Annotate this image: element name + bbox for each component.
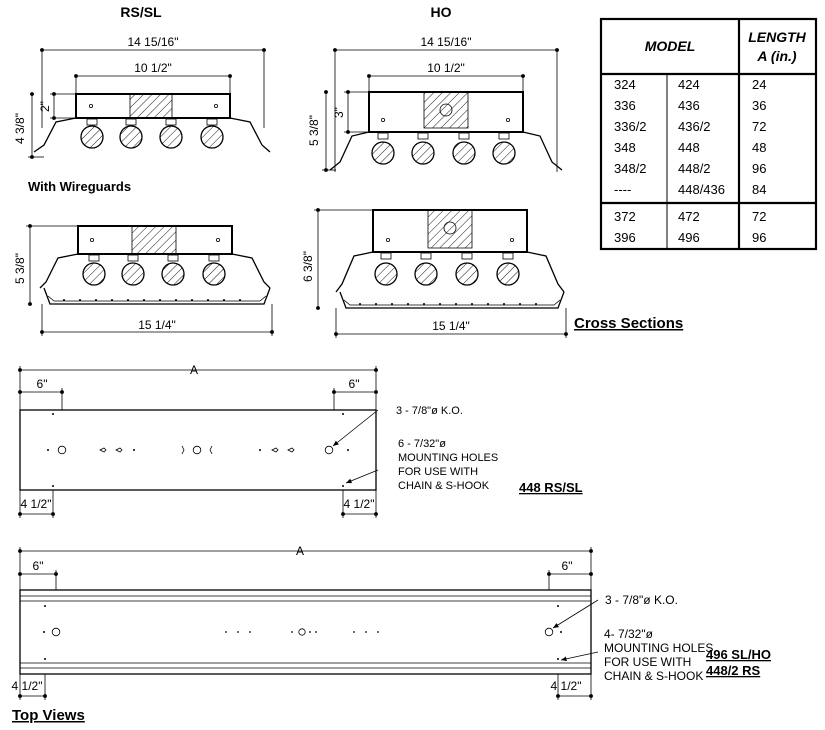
rs-sl-cross-section: 14 15/16" 10 1/2" 2" 4 3/8" [13,35,271,159]
tv2-left-6-label: 6" [33,559,44,573]
table-cell: 448/436 [678,182,725,197]
table-header-model: MODEL [645,38,696,54]
wg-ho-width-label: 15 1/4" [432,319,470,333]
top-view-448-rs-sl: A 6" 6" [18,363,583,518]
table-cell: 72 [752,209,766,224]
table-cell: 472 [678,209,700,224]
wg-rs-width-label: 15 1/4" [138,318,176,332]
heading-with-wireguards: With Wireguards [28,179,131,194]
table-cell: ---- [614,182,631,197]
table-cell: 348/2 [614,161,647,176]
table-cell: 72 [752,119,766,134]
wg-rs-lamps [82,254,226,286]
tv2-slots [43,631,562,633]
tv2-bottom-left-label: 4 1/2" [12,679,43,693]
tv2-bottom-right-label: 4 1/2" [551,679,582,693]
wg-rs-height-label: 5 3/8" [13,253,27,284]
tv1-bottom-left-label: 4 1/2" [21,497,52,511]
tv2-ko-note: 3 - 7/8"ø K.O. [605,593,678,607]
heading-cross-sections: Cross Sections [574,315,683,332]
heading-top-views: Top Views [12,707,85,724]
model-length-table: MODEL LENGTH A (in.) 324 424 24 336 436 … [599,17,818,251]
table-cell: 336 [614,98,636,113]
rs-lamps [80,118,224,149]
table-cell: 24 [752,77,766,92]
rs-body-height-label: 2" [38,101,52,112]
table-cell: 436/2 [678,119,711,134]
tv2-holes-note-2: MOUNTING HOLES [604,641,713,655]
heading-ho: HO [431,4,452,20]
table-cell: 396 [614,230,636,245]
table-header-length: LENGTH [748,29,806,45]
table-cell: 84 [752,182,766,197]
tv1-length-a-label: A [190,363,198,377]
tv2-knockouts [51,627,554,637]
rs-inner-width-label: 10 1/2" [134,61,172,75]
table-cell: 496 [678,230,700,245]
tv2-holes-note-4: CHAIN & S-HOOK [604,669,703,683]
table-cell: 424 [678,77,700,92]
heading-rs-sl: RS/SL [120,4,162,20]
table-cell: 448/2 [678,161,711,176]
rs-overall-width-label: 14 15/16" [128,35,179,49]
tv2-model-label-2: 448/2 RS [706,663,761,678]
tv2-holes-note-3: FOR USE WITH [604,655,691,669]
table-cell: 348 [614,140,636,155]
ho-body-height-label: 3" [332,107,346,118]
table-cell: 324 [614,77,636,92]
table-cell: 436 [678,98,700,113]
tv2-model-label-1: 496 SL/HO [706,647,771,662]
table-cell: 48 [752,140,766,155]
table-cell: 36 [752,98,766,113]
wg-ho-lamps [374,252,520,286]
tv1-holes-note-4: CHAIN & S-HOOK [398,480,490,492]
ho-overall-width-label: 14 15/16" [421,35,472,49]
top-view-496-sl-ho: A 6" 6" 3 - 7/8"ø K.O. [12,544,771,700]
table-cell: 448 [678,140,700,155]
ho-lamps [371,132,516,165]
wireguard-ho-cross-section: 6 3/8" 15 1/4" [301,208,568,338]
table-cell: 372 [614,209,636,224]
ho-inner-width-label: 10 1/2" [427,61,465,75]
tv1-right-6-label: 6" [349,377,360,391]
tv2-holes-note-1: 4- 7/32"ø [604,627,654,641]
wireguard-rs-cross-section: 5 3/8" 15 1/4" [13,224,274,336]
table-cell: 96 [752,230,766,245]
tv1-bottom-right-label: 4 1/2" [344,497,375,511]
tv1-model-label: 448 RS/SL [519,480,583,495]
tv1-ko-note: 3 - 7/8"ø K.O. [396,405,463,417]
tv2-right-6-label: 6" [562,559,573,573]
tv1-left-6-label: 6" [37,377,48,391]
wg-ho-height-label: 6 3/8" [301,251,315,282]
table-cell: 336/2 [614,119,647,134]
ho-cross-section: 14 15/16" 10 1/2" 3" 5 3/8" [307,35,563,172]
tv1-holes-note-3: FOR USE WITH [398,466,478,478]
tv1-slots [47,445,349,455]
tv1-knockouts [57,445,334,455]
tv1-holes-note-1: 6 - 7/32"ø [398,438,446,450]
ho-total-height-label: 5 3/8" [307,115,321,146]
tv2-length-a-label: A [296,544,304,558]
table-header-a-in: A (in.) [756,48,796,64]
tv1-holes-note-2: MOUNTING HOLES [398,452,498,464]
rs-total-height-label: 4 3/8" [13,113,27,144]
wg-rs-guard-dots [63,299,241,301]
table-cell: 96 [752,161,766,176]
wg-ho-guard-dots [359,303,537,305]
